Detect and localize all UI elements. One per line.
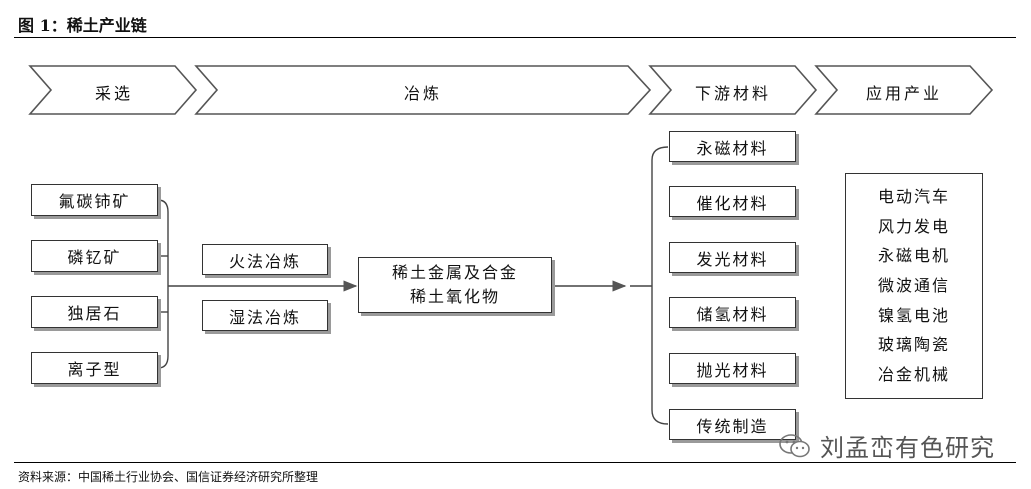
- stage-chevron-downstream: [648, 65, 818, 115]
- stage-chevron-application: [814, 65, 994, 115]
- material-box-luminescent: 发光材料: [669, 242, 796, 273]
- materials-connector: [630, 146, 669, 425]
- title-rule: [14, 37, 1016, 38]
- application-item: 玻璃陶瓷: [877, 335, 950, 355]
- stage-label-downstream: 下游材料: [694, 84, 771, 103]
- application-item: 微波通信: [877, 275, 950, 295]
- ore-box-monazite: 独居石: [31, 296, 158, 328]
- product-label-oxide: 稀土氧化物: [409, 287, 500, 306]
- stage-label-application: 应用产业: [865, 84, 942, 103]
- application-item: 镍氢电池: [877, 305, 950, 325]
- stage-chevron-mining: [28, 65, 198, 115]
- wechat-icon: [779, 433, 810, 457]
- stage-label-smelting: 冶炼: [403, 84, 442, 103]
- ore-box-xenotime: 磷钇矿: [31, 240, 158, 272]
- product-box: 稀土金属及合金 稀土氧化物: [358, 257, 552, 313]
- application-item: 电动汽车: [877, 186, 950, 206]
- ore-box-bastnaesite: 氟碳铈矿: [31, 184, 158, 216]
- material-box-traditional: 传统制造: [669, 409, 796, 440]
- stage-chevron-smelting: [194, 65, 652, 115]
- application-box: 电动汽车 风力发电 永磁电机 微波通信 镍氢电池 玻璃陶瓷 冶金机械: [845, 173, 983, 399]
- ore-box-ion-adsorption: 离子型: [31, 352, 158, 384]
- material-box-hydrogen-storage: 储氢材料: [669, 297, 796, 328]
- product-label-metal-alloy: 稀土金属及合金: [391, 263, 518, 282]
- smelting-box-hydro: 湿法冶炼: [202, 300, 328, 331]
- smelting-box-pyro: 火法冶炼: [202, 244, 328, 275]
- ore-connector: [157, 199, 200, 369]
- application-item: 风力发电: [877, 216, 950, 236]
- material-box-polishing: 抛光材料: [669, 353, 796, 384]
- application-item: 永磁电机: [877, 246, 950, 266]
- stage-label-mining: 采选: [94, 84, 133, 103]
- source-rule: [14, 462, 1016, 463]
- material-box-catalyst: 催化材料: [669, 186, 796, 217]
- material-box-permanent-magnet: 永磁材料: [669, 131, 796, 162]
- watermark-text: 刘孟峦有色研究: [820, 434, 995, 462]
- source-note: 资料来源：中国稀土行业协会、国信证券经济研究所整理: [18, 470, 319, 484]
- figure-title: 图 1：稀土产业链: [18, 16, 147, 35]
- watermark: 刘孟峦有色研究: [778, 428, 995, 463]
- application-item: 冶金机械: [877, 365, 950, 385]
